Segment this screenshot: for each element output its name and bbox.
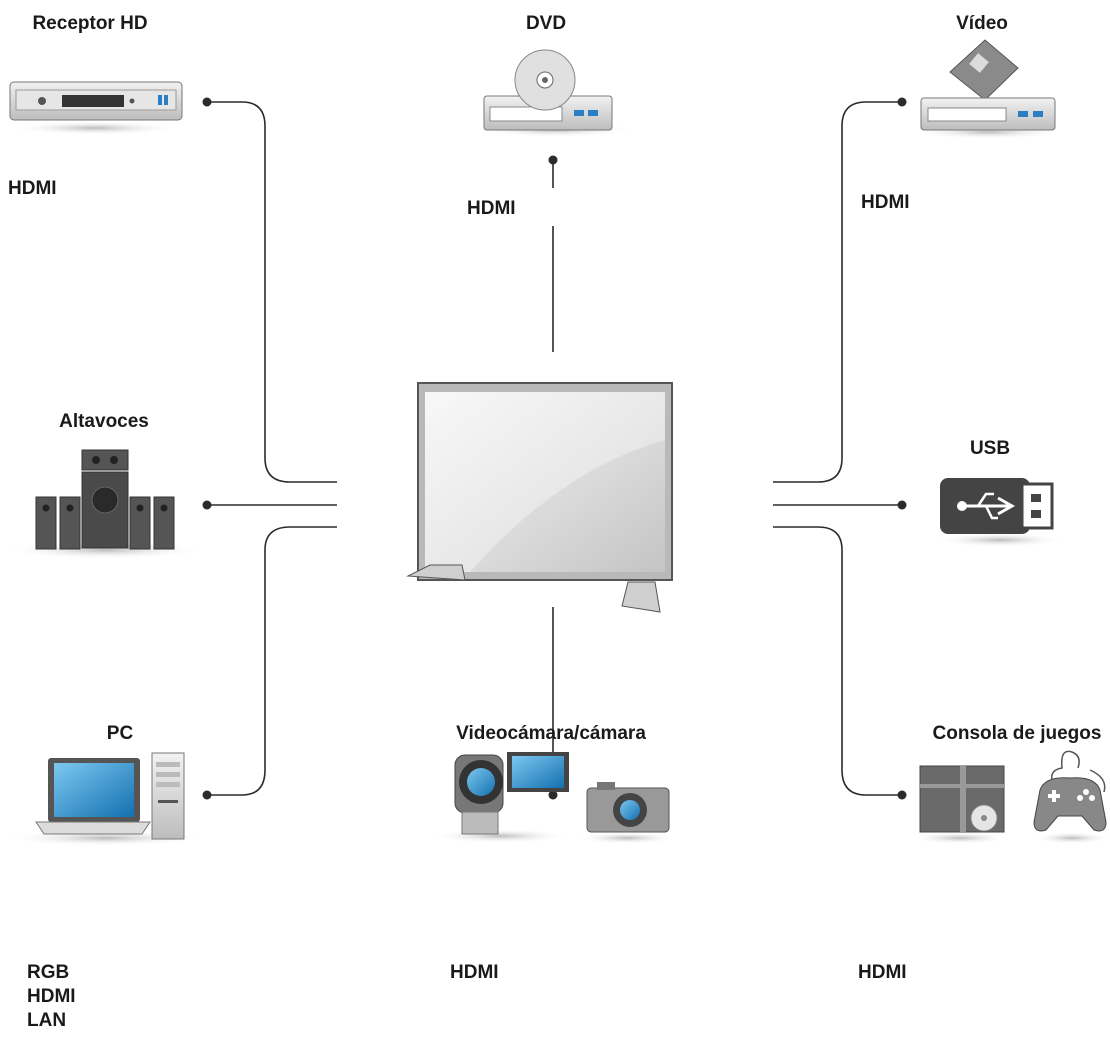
line-pc xyxy=(207,526,337,796)
tv-icon xyxy=(395,382,695,613)
gamepad-icon xyxy=(1032,750,1110,844)
usb-icon xyxy=(935,478,1065,547)
speakers-icon xyxy=(5,449,205,559)
label-pc: PC xyxy=(106,723,134,744)
label-altavoces: Altavoces xyxy=(59,411,149,432)
port-pc-lan: LAN xyxy=(27,1010,67,1031)
label-dvd: DVD xyxy=(525,13,567,34)
label-videocamara: Videocámara/cámara xyxy=(456,723,646,744)
set-top-box-icon xyxy=(9,81,183,135)
port-camara: HDMI xyxy=(450,962,499,983)
line-consola xyxy=(773,526,902,796)
connector-dots xyxy=(202,97,907,800)
line-video xyxy=(773,101,902,483)
port-consola: HDMI xyxy=(858,962,907,983)
label-receptor-hd: Receptor HD xyxy=(32,13,148,34)
game-console-icon xyxy=(910,765,1010,844)
pc-icon xyxy=(5,752,205,846)
port-pc-rgb: RGB xyxy=(27,962,70,983)
camcorder-icon xyxy=(430,752,570,843)
line-receptor xyxy=(207,101,337,483)
connection-lines xyxy=(207,101,902,796)
port-dvd: HDMI xyxy=(467,198,516,219)
label-consola: Consola de juegos xyxy=(932,723,1102,744)
label-usb: USB xyxy=(969,438,1011,459)
port-pc-hdmi: HDMI xyxy=(27,986,76,1007)
port-receptor: HDMI xyxy=(8,178,57,199)
port-video: HDMI xyxy=(861,192,910,213)
dvd-player-icon xyxy=(475,49,635,137)
label-video: Vídeo xyxy=(956,13,1008,34)
camera-icon xyxy=(577,782,677,844)
vcr-icon xyxy=(913,39,1063,139)
